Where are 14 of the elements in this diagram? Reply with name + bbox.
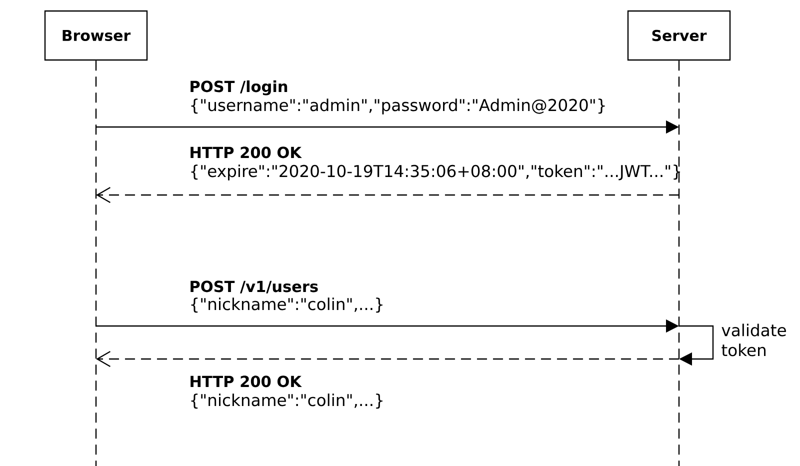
message-payload: {"expire":"2020-10-19T14:35:06+08:00","token":"...JWT..."} [191,164,680,180]
message-payload: {"nickname":"colin",...} [191,394,382,409]
message-label: HTTP 200 OK [190,376,302,388]
message-label: POST /login [190,80,288,96]
participant-box: Browser [44,10,148,61]
return-arrow [96,186,679,204]
message-label: POST /v1/users [190,280,318,294]
self-message-arrow [679,325,714,366]
return-arrow [96,350,679,367]
message-label: validate token [722,324,786,356]
message-label: HTTP 200 OK [190,146,302,158]
participant-box: Server [627,10,731,61]
message-payload: {"username":"admin","password":"Admin@2020"} [191,98,605,114]
message-payload: {"nickname":"colin",...} [191,298,382,313]
